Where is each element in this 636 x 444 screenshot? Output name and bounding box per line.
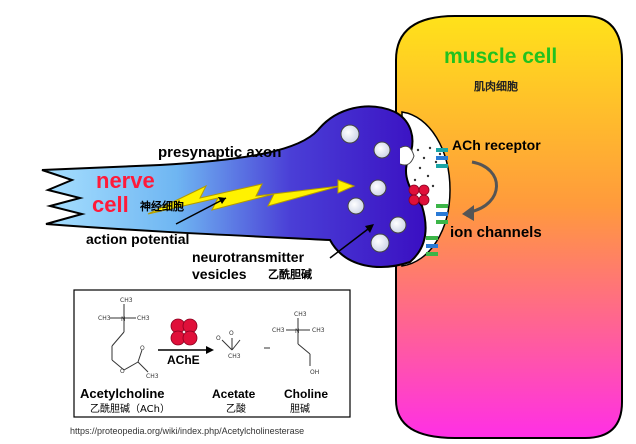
choline-cn-label: 胆碱 — [290, 403, 310, 415]
vesicles-label: vesicles — [192, 266, 247, 282]
muscle-cell-shape — [395, 15, 623, 439]
presynaptic-axon-label: presynaptic axon — [158, 144, 281, 161]
cell-label: cell — [92, 192, 129, 217]
arrow-head-icon — [218, 197, 226, 204]
vesicles-cn-label: 乙酰胆碱 — [268, 267, 312, 281]
svg-text:CH3: CH3 — [137, 315, 150, 322]
acetylcholine-atoms: CH3 CH3 CH3 N O O CH3 — [98, 297, 159, 380]
arrow-head-icon — [206, 346, 214, 354]
ach-receptor-icon — [436, 148, 448, 168]
nerve-label: nerve — [96, 168, 155, 193]
muscle-cell-label: muscle cell — [444, 45, 557, 68]
nerve-cell-cn-label: 神经细胞 — [140, 199, 184, 213]
choline-structure — [286, 318, 311, 366]
vesicle — [340, 124, 360, 144]
svg-text:O: O — [120, 368, 125, 375]
ache-enzyme-icon — [170, 318, 198, 346]
vesicle — [373, 141, 391, 159]
muscle-cell-cn-label: 肌肉细胞 — [473, 79, 518, 93]
svg-text:O: O — [229, 330, 234, 337]
acetate-structure — [221, 338, 241, 351]
ach-receptor-label: ACh receptor — [452, 137, 541, 153]
svg-text:CH3: CH3 — [98, 315, 111, 322]
vesicle — [389, 216, 407, 234]
ion-channel-icon — [426, 236, 438, 256]
svg-text:O: O — [140, 345, 145, 352]
acetate-atoms: O O CH3 — [216, 330, 241, 360]
pointer-line — [175, 197, 227, 225]
fusing-vesicle — [399, 145, 415, 166]
action-potential-label: action potential — [86, 231, 189, 247]
acetylcholine-label: Acetylcholine — [80, 386, 165, 401]
svg-text:CH3: CH3 — [146, 373, 159, 380]
signal-arrow — [469, 160, 498, 214]
source-url: https://proteopedia.org/wiki/index.php/A… — [70, 426, 304, 436]
svg-text:CH3: CH3 — [228, 353, 241, 360]
acetylcholine-structure — [110, 304, 149, 373]
arrow-head-icon — [337, 179, 356, 194]
svg-text:CH3: CH3 — [294, 311, 307, 318]
vesicle — [370, 233, 390, 253]
ache-enzyme-label: AChE — [167, 353, 200, 367]
choline-label: Choline — [284, 387, 328, 401]
acetylcholine-cn-label: 乙酰胆碱（ACh） — [90, 402, 170, 415]
ion-channels-label: ion channels — [450, 224, 542, 241]
acetate-cn-label: 乙酸 — [226, 402, 246, 415]
arrow-head-icon — [365, 224, 374, 233]
svg-text:CH3: CH3 — [120, 297, 133, 304]
ache-enzyme-icon — [408, 184, 430, 206]
arrow-head-icon — [462, 205, 474, 221]
neurotransmitter-label: neurotransmitter — [192, 249, 305, 265]
svg-text:N: N — [295, 328, 300, 335]
acetate-label: Acetate — [212, 387, 256, 401]
svg-text:N: N — [121, 316, 126, 323]
pointer-line — [329, 225, 373, 259]
svg-text:O: O — [216, 335, 221, 342]
svg-text:OH: OH — [310, 369, 319, 376]
reaction-box — [73, 289, 351, 418]
vesicle — [369, 179, 387, 197]
ion-channel-icon — [436, 204, 448, 224]
svg-text:CH3: CH3 — [312, 327, 325, 334]
vesicle — [347, 197, 365, 215]
svg-text:CH3: CH3 — [272, 327, 285, 334]
choline-atoms: CH3 CH3 CH3 N OH — [272, 311, 325, 376]
presynaptic-axon-shape — [41, 105, 427, 268]
